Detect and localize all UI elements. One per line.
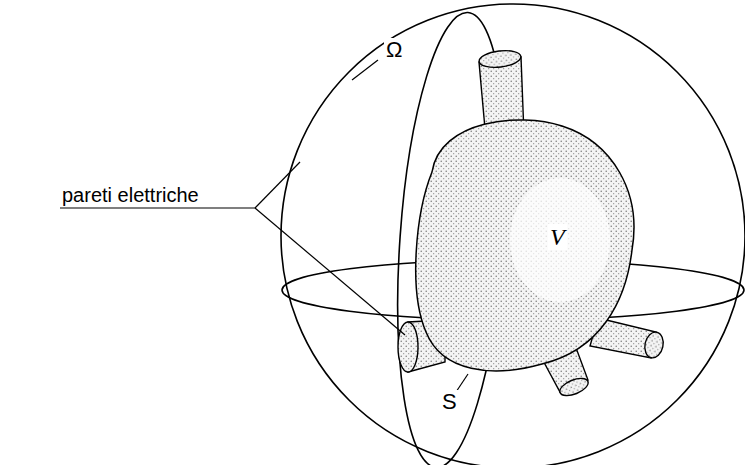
sphere-label: Ω bbox=[384, 38, 404, 62]
walls-label: pareti elettriche bbox=[62, 184, 199, 206]
port-face bbox=[642, 330, 665, 359]
volume-label: V bbox=[548, 224, 567, 250]
cavity-highlight bbox=[510, 178, 610, 302]
leader-line bbox=[255, 162, 300, 208]
port-face bbox=[557, 375, 590, 399]
leader-line bbox=[60, 207, 255, 208]
surface-label: S bbox=[440, 390, 459, 414]
port-face bbox=[398, 322, 418, 372]
cavity-body bbox=[416, 120, 634, 371]
leader-line bbox=[352, 60, 378, 80]
leader-line bbox=[255, 208, 405, 335]
port-face bbox=[478, 49, 522, 70]
sphere-outline bbox=[281, 4, 745, 465]
